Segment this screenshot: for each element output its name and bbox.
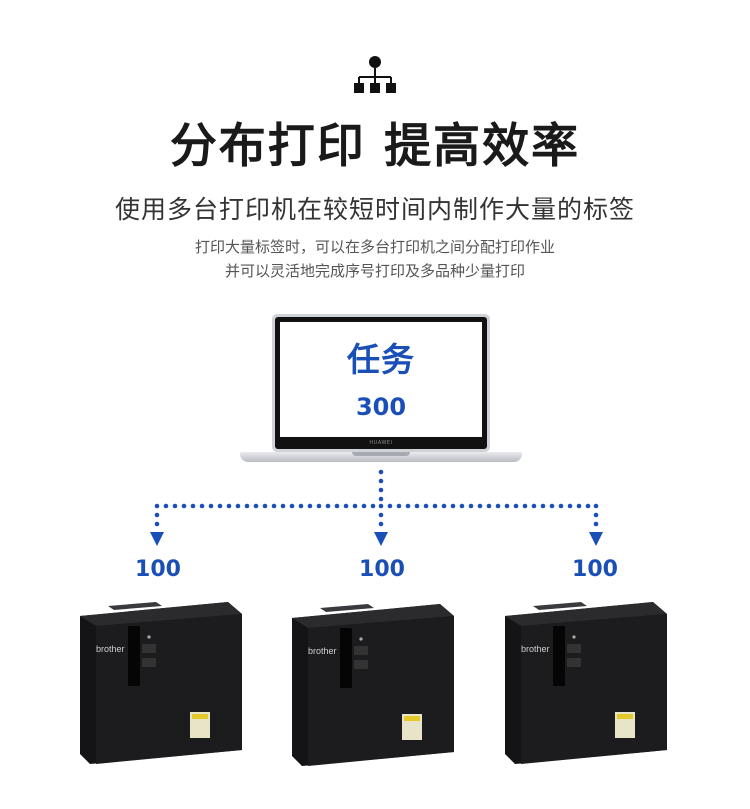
network-hierarchy-icon [354,56,396,93]
split-count-label: 100 [359,557,405,582]
description-line: 打印大量标签时，可以在多台打印机之间分配打印作业 [194,238,555,256]
printer-brand-logo: brother [521,644,550,654]
laptop-lid: 任务 300 HUAWEI [272,314,490,452]
label-printer: brother [290,594,456,772]
split-count-label: 100 [572,557,618,582]
laptop: 任务 300 HUAWEI [240,314,522,466]
split-count-label: 100 [135,557,181,582]
label-printer: brother [503,592,669,770]
page-title: 分布打印 提高效率 [169,119,581,174]
laptop-brand: HUAWEI [369,440,393,446]
task-label: 任务 [347,340,415,379]
printer-brand-logo: brother [96,644,125,654]
label-printer: brother [78,592,244,770]
laptop-bezel: 任务 300 HUAWEI [275,317,487,449]
page-subtitle: 使用多台打印机在较短时间内制作大量的标签 [114,195,635,224]
laptop-base [240,452,522,462]
laptop-screen: 任务 300 [280,322,482,437]
laptop-notch [352,452,410,456]
printer-brand-logo: brother [308,646,337,656]
description-line: 并可以灵活地完成序号打印及多品种少量打印 [224,262,525,280]
task-count: 300 [355,393,407,421]
distribution-arrows [150,469,603,546]
